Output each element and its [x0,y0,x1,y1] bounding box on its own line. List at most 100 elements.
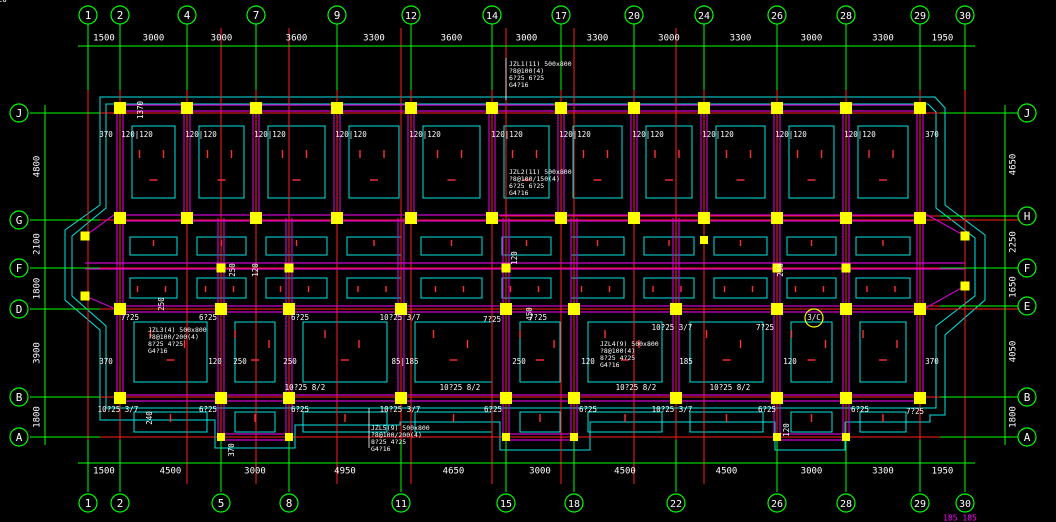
column [283,303,295,315]
beam-spec-text: ?8@100/200(4) [371,431,422,439]
beam-spec-text: ?8@100/200(4) [148,333,199,341]
beams [84,104,966,441]
column [773,433,781,441]
beam-label: 10?25 8/2 [710,383,751,392]
column [771,212,783,224]
footing-cell [689,411,764,433]
left-dim-label: 1800 [33,278,43,300]
grid-bubble [1017,427,1037,447]
top-dim-label: 3300 [872,34,894,44]
grid-bubble-label: 18 [568,499,580,510]
footing-cell [587,411,663,433]
footing-cell [302,321,388,383]
grid-bubble [9,387,29,407]
column [114,212,126,224]
footing-cell [420,236,483,256]
beam-label: 10?25 8/2 [285,383,326,392]
beam-diag [84,211,119,237]
grid-bubble-label: 28 [840,11,852,22]
column [840,212,852,224]
top-dim-label: 3000 [658,34,680,44]
column [841,263,851,273]
footing-cell [519,411,561,433]
beam-label: 120 [0,0,7,4]
footing-cell [420,277,483,299]
grid-bubble [694,5,714,25]
top-dim-label: 3600 [286,34,308,44]
column [670,392,682,404]
beam-spec-text: 6?25 6?25 [509,182,544,190]
grid-bubble-label: 15 [500,499,512,510]
column [80,291,90,301]
section-callout-circle [804,308,824,328]
bottom-dim-label: 1950 [932,467,954,477]
beam-spec-text: JZL3(4) 500x800 [148,326,207,334]
beam-label: 10?25 3/7 [652,323,693,332]
outer-outline [64,96,986,451]
footing-cell [348,125,400,199]
column [405,212,417,224]
grid-bubble [955,5,975,25]
footing-cell [855,236,911,256]
beam-spec-text: 8?25 4?25 [371,438,406,446]
grid-bubble-label: 5 [218,497,225,510]
inner-outline [71,103,976,409]
grid-bubble [1017,103,1037,123]
footing-cell [519,321,561,383]
column [405,102,417,114]
grid-bubble-label: 9 [334,9,341,22]
beam-label: 10?25 8/2 [440,383,481,392]
beam-label: 6?25 [199,313,217,322]
footing-cell [859,321,907,383]
grid-bubble [78,493,98,513]
right-dim-label: 4050 [1009,341,1019,363]
top-dim-label: 1500 [93,34,115,44]
grid-bubble [9,427,29,447]
footing-cell [501,277,552,299]
beam-label: 7?25 [756,323,774,332]
grid-bubble-label: 11 [395,499,407,510]
grid-bubble-label: 4 [184,9,191,22]
column [568,392,580,404]
grid-bubble [836,5,856,25]
beam-label: 120|120 [254,130,286,139]
footing-cell [129,277,178,299]
grid-bubble-label: J [1024,107,1031,120]
grid-bubble [279,493,299,513]
grid-bubble [666,493,686,513]
beam-label: 370 [925,357,939,366]
grid-bubble-label: 29 [914,499,926,510]
column [840,303,852,315]
grid-bubble [1017,296,1037,316]
top-dim-label: 3300 [587,34,609,44]
column [555,102,567,114]
top-dim-label: 1950 [932,34,954,44]
column [771,102,783,114]
grid-bubble-label: 26 [771,11,783,22]
grid-bubble [327,5,347,25]
beam-label: 370 [925,130,939,139]
top-dim-label: 3000 [516,34,538,44]
footing-cell [788,125,835,199]
grid-bubble [211,493,231,513]
beam-label: 10?25 8/2 [616,383,657,392]
beam-label: 10?25 3/7 [380,313,421,322]
grid-bubble-label: 20 [628,11,640,22]
beam-label: 6?25 [291,313,309,322]
beam-label: 1370 [136,100,145,119]
column [628,212,640,224]
grid-bubble-label: 24 [698,11,710,22]
grid-bubble [9,210,29,230]
column [217,433,225,441]
column [181,102,193,114]
right-dim-label: 1650 [1009,276,1019,298]
top-dim-label: 3000 [143,34,165,44]
grid-bubble [1017,258,1037,278]
column [250,102,262,114]
footing-cell [129,236,178,256]
column [215,392,227,404]
grid-bubble-label: G [16,214,23,227]
grid-bubble [9,299,29,319]
bottom-dim-label: 3000 [244,467,266,477]
grid-bubble [1017,387,1037,407]
